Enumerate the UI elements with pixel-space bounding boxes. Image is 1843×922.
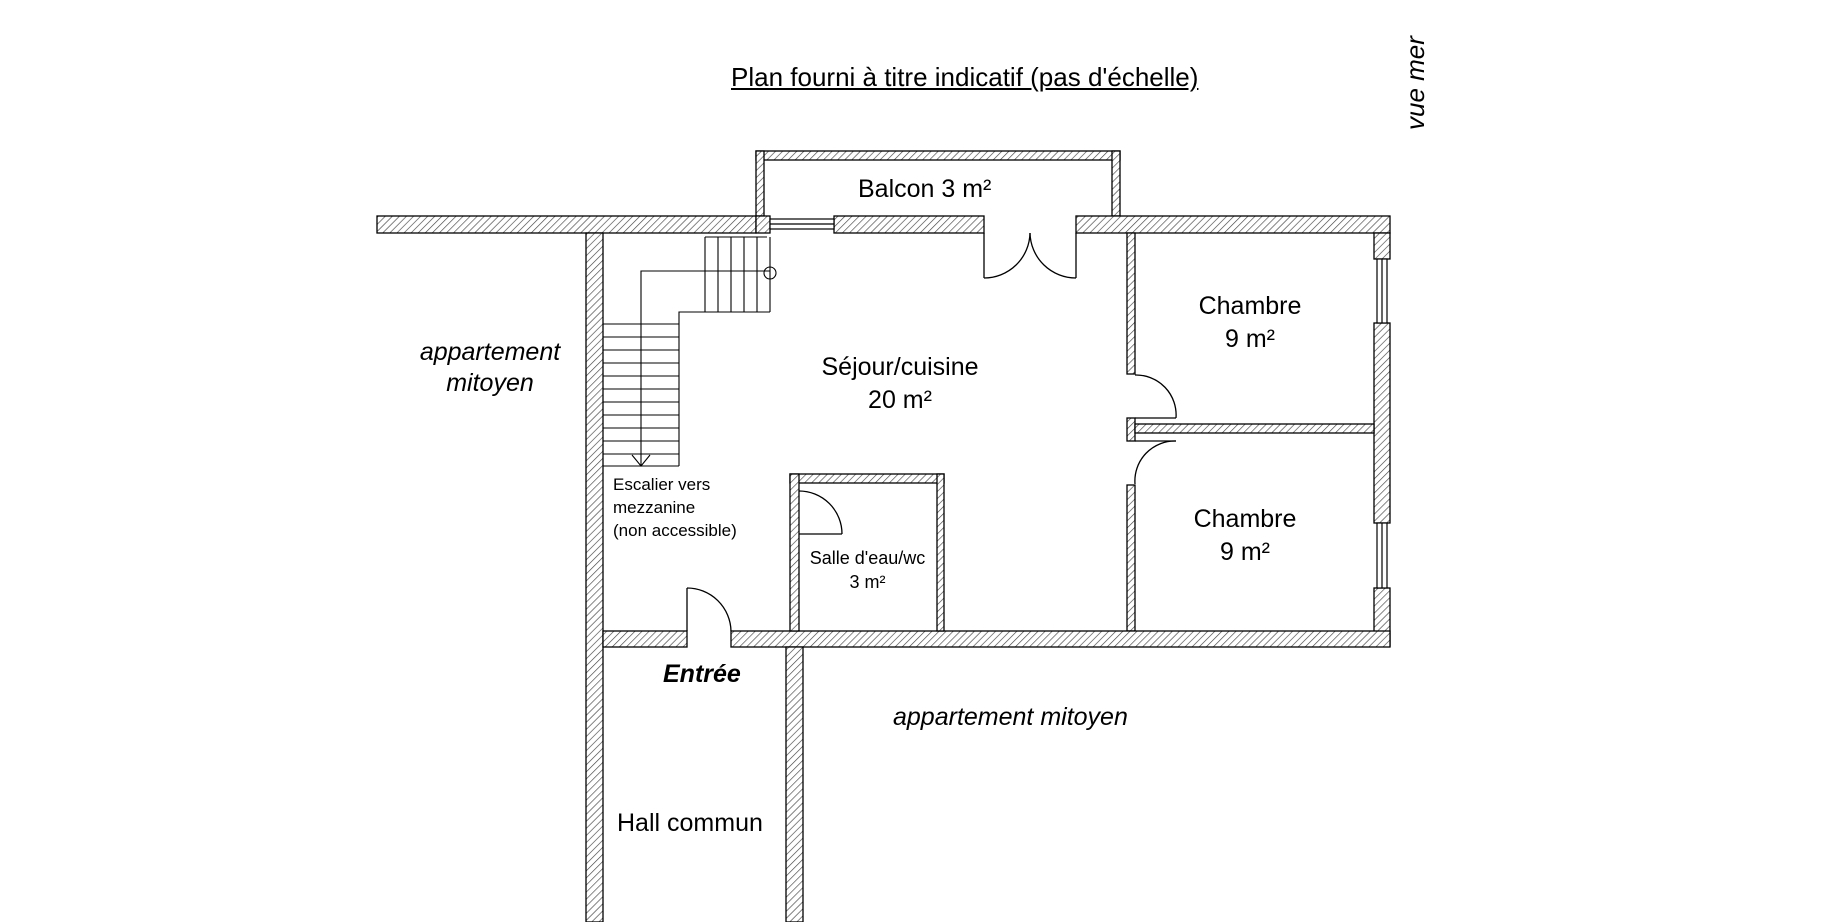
wall-bottom-b [730,630,1391,648]
door-salle-eau [798,490,843,535]
salle-eau-area: 3 m² [849,572,886,593]
wall-bath-top [789,473,945,484]
stairs-note: Escalier vers mezzanine (non accessible) [613,474,737,543]
plan-title: Plan fourni à titre indicatif (pas d'éch… [731,62,1199,92]
chambre-2-name: Chambre [1193,505,1297,533]
wall-bath-left [789,473,800,632]
chambre-1-name: Chambre [1198,292,1302,320]
wall-balcony-left [755,150,765,217]
neighbor-left-line-2: mitoyen [446,369,534,398]
orientation-label: vue mer [1400,36,1430,130]
wall-partition-a [1126,232,1136,375]
stair-start-icon [763,266,777,280]
wall-right-a [1373,232,1391,260]
stairs-note-line-1: Escalier vers [613,475,711,494]
wall-right-b [1373,322,1391,524]
chambre-2-area: 9 m² [1220,537,1270,566]
door-balcony [983,232,1077,279]
chambre-2-label: Chambre 9 m² [1170,503,1320,568]
wall-corridor [785,646,804,922]
salle-eau-name: Salle d'eau/wc [809,548,926,568]
wall-partition-c [1126,484,1136,632]
neighbor-left-label: appartement mitoyen [405,337,575,400]
wall-bath-right [936,473,945,632]
hall-label: Hall commun [617,809,763,837]
wall-partition-b [1126,417,1136,442]
wall-left [585,232,604,922]
stairs-note-line-2: mezzanine [613,497,696,517]
chambre-1-label: Chambre 9 m² [1175,290,1325,355]
staircase [603,236,777,467]
wall-top-right [1075,215,1391,234]
door-chambre-2 [1134,440,1177,485]
neighbor-left-line-1: appartement [419,338,561,366]
door-entree [686,587,732,632]
windows [769,218,1388,589]
wall-top-left-ext [376,215,757,234]
wall-bedrooms [1134,423,1375,434]
salle-eau-label: Salle d'eau/wc 3 m² [800,546,935,595]
wall-bottom-a [602,630,688,648]
door-chambre-1 [1134,374,1177,419]
stairs-note-line-3: (non accessible) [613,520,737,540]
wall-top-mid-b [833,215,985,234]
balcon-label: Balcon 3 m² [858,175,992,203]
chambre-1-area: 9 m² [1225,324,1275,353]
wall-balcony-top [755,150,1121,161]
wall-balcony-right [1111,150,1121,217]
sejour-area: 20 m² [868,385,932,414]
stair-arrow-icon [631,454,651,467]
sejour-label: Séjour/cuisine 20 m² [800,351,1000,416]
neighbor-bottom-label: appartement mitoyen [893,703,1128,731]
entree-label: Entrée [663,660,741,688]
sejour-name: Séjour/cuisine [821,353,979,381]
wall-top-mid-a [755,215,771,234]
doors [686,232,1177,632]
